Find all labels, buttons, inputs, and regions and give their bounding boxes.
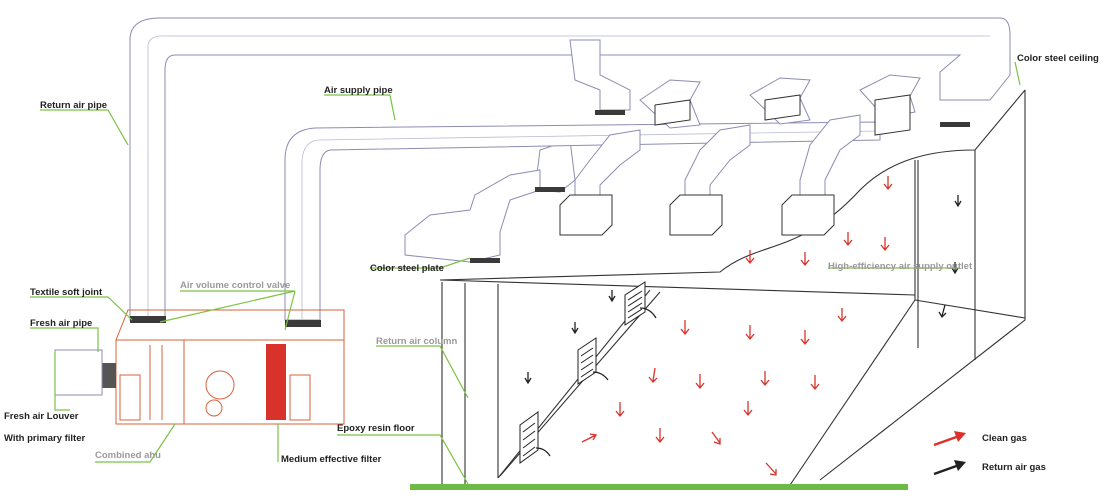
supply-outlets (559, 94, 911, 236)
color-steel-ceiling-label: Color steel ceiling (1017, 53, 1099, 64)
primary-filter-label: With primary filter (4, 433, 86, 444)
leader-lines (30, 61, 1021, 485)
combined-ahu-label: Combined ahu (95, 450, 161, 461)
medium-filter-label: Medium effective filter (281, 454, 382, 465)
fresh-air-pipe-label: Fresh air pipe (30, 318, 92, 329)
legend-clean-gas: Clean gas (933, 431, 1027, 447)
return-air-pipe-label: Return air pipe (40, 100, 107, 111)
return-air-grilles (519, 281, 646, 464)
fan-icon (205, 370, 235, 400)
return-air-arrows (524, 195, 962, 457)
grille-2 (577, 337, 597, 385)
legend-return-air: Return air gas (933, 460, 1046, 476)
epoxy-resin-floor-label: Epoxy resin floor (337, 423, 415, 434)
medium-filter-block (266, 344, 286, 420)
clean-gas-arrows (581, 176, 893, 476)
return-air-column-label: Return air column (376, 336, 457, 347)
high-efficiency-outlet-label: High-efficiency air supply outlet (828, 261, 973, 272)
textile-soft-joint-label: Textile soft joint (30, 287, 103, 298)
grille-1 (624, 281, 646, 326)
fresh-air-inlet (102, 363, 116, 388)
filter-strips (130, 110, 970, 327)
grille-3 (519, 411, 539, 464)
combined-ahu (54, 309, 345, 425)
fresh-air-louver-label: Fresh air Louver (4, 411, 79, 422)
epoxy-floor (410, 484, 908, 490)
air-supply-pipe-label: Air supply pipe (324, 85, 393, 96)
return-air-duct (129, 17, 1011, 321)
legend: Clean gas Return air gas (933, 431, 1046, 476)
legend-clean-gas-label: Clean gas (982, 433, 1027, 444)
air-volume-control-valve-label: Air volume control valve (180, 280, 290, 291)
legend-return-air-label: Return air gas (982, 462, 1046, 473)
color-steel-plate-label: Color steel plate (370, 263, 444, 274)
